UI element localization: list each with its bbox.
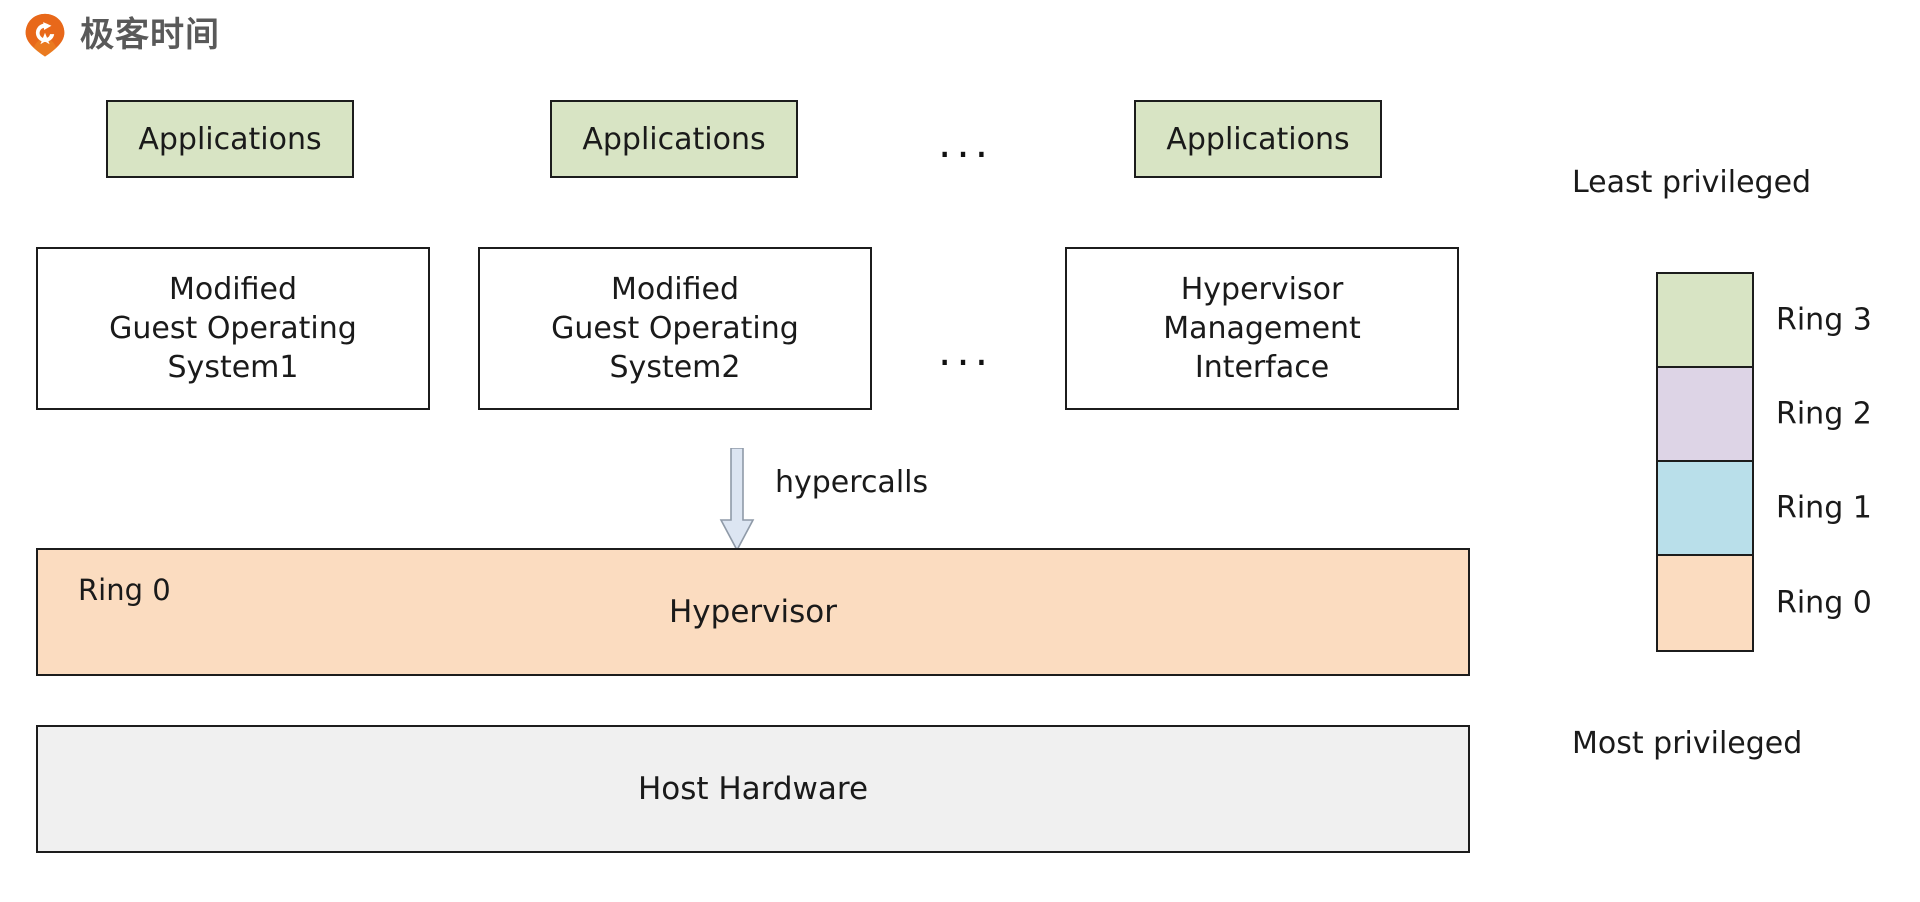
guest-os-box-1-line-1: Modified bbox=[168, 272, 297, 307]
legend-most-privileged-label: Most privileged bbox=[1572, 726, 1803, 761]
ring-cell-0-label: Ring 0 bbox=[1776, 585, 1872, 621]
ring-cell-3: Ring 3 bbox=[1658, 274, 1872, 368]
ring-cell-2-label: Ring 2 bbox=[1776, 396, 1872, 432]
hmi-line-1: Hypervisor bbox=[1180, 272, 1344, 307]
applications-box-2-label: Applications bbox=[582, 121, 766, 157]
guest-os-box-1-line-2: Guest Operating bbox=[109, 311, 357, 346]
guest-os-box-1-line-3: System1 bbox=[167, 350, 299, 385]
guest-os-box-2: Modified Guest Operating System2 bbox=[478, 247, 872, 410]
applications-box-3: Applications bbox=[1134, 100, 1382, 178]
applications-ellipsis: ... bbox=[938, 118, 994, 167]
hmi-line-2: Management bbox=[1163, 311, 1361, 346]
hypervisor-label: Hypervisor bbox=[669, 593, 837, 630]
hypervisor-bar: Ring 0 Hypervisor bbox=[36, 548, 1470, 676]
ring-cell-3-label: Ring 3 bbox=[1776, 302, 1872, 338]
applications-box-1-label: Applications bbox=[138, 121, 322, 157]
geek-time-logo-icon bbox=[25, 13, 65, 57]
ring-cell-0: Ring 0 bbox=[1658, 556, 1872, 650]
guest-os-box-2-line-2: Guest Operating bbox=[551, 311, 799, 346]
applications-box-2: Applications bbox=[550, 100, 798, 178]
ring-privilege-stack: Ring 3 Ring 2 Ring 1 Ring 0 bbox=[1656, 272, 1872, 652]
hmi-line-3: Interface bbox=[1194, 350, 1330, 385]
legend-least-privileged-label: Least privileged bbox=[1572, 165, 1812, 200]
ring-cell-2: Ring 2 bbox=[1658, 368, 1872, 462]
brand-wordmark: 极客时间 bbox=[80, 15, 220, 55]
host-hardware-bar: Host Hardware bbox=[36, 725, 1470, 853]
brand-logo: 极客时间 bbox=[22, 12, 220, 58]
applications-box-1: Applications bbox=[106, 100, 354, 178]
hypercalls-arrow-icon bbox=[719, 448, 755, 552]
applications-box-3-label: Applications bbox=[1166, 121, 1350, 157]
guest-os-box-2-line-3: System2 bbox=[609, 350, 741, 385]
guest-os-ellipsis: ... bbox=[938, 326, 994, 375]
host-hardware-label: Host Hardware bbox=[637, 770, 869, 807]
hypercalls-label: hypercalls bbox=[775, 465, 929, 500]
hypervisor-ring-tag: Ring 0 bbox=[78, 573, 171, 607]
hypervisor-management-interface-box: Hypervisor Management Interface bbox=[1065, 247, 1459, 410]
ring-cell-1-label: Ring 1 bbox=[1776, 490, 1872, 526]
guest-os-box-1: Modified Guest Operating System1 bbox=[36, 247, 430, 410]
guest-os-box-2-line-1: Modified bbox=[610, 272, 739, 307]
ring-cell-1: Ring 1 bbox=[1658, 462, 1872, 556]
